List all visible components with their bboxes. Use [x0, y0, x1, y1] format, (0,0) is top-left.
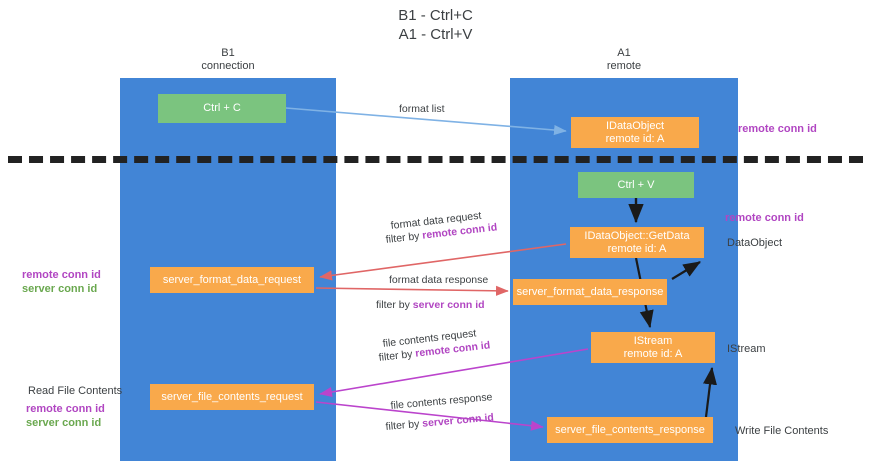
- filter-prefix: filter by: [385, 229, 424, 246]
- note-remote-conn-id: remote conn id: [26, 403, 105, 415]
- node-ctrl-v[interactable]: Ctrl + V: [578, 172, 694, 198]
- note-istream: IStream: [727, 343, 766, 355]
- note-read-file-contents: Read File Contents: [28, 385, 123, 397]
- note-left-conn-ids-upper: remote conn id server conn id: [22, 268, 101, 296]
- filter-prefix: filter by: [378, 347, 417, 364]
- note-text: remote conn id: [725, 212, 804, 224]
- node-idataobject-getdata[interactable]: IDataObject::GetData remote id: A: [570, 227, 704, 258]
- edge-label-file-contents-response: file contents response: [390, 391, 493, 412]
- edge-label-format-data-response: format data response: [389, 274, 489, 286]
- node-idataobject[interactable]: IDataObject remote id: A: [571, 117, 699, 148]
- phase-divider: [8, 156, 863, 163]
- node-server-file-contents-request[interactable]: server_file_contents_request: [150, 384, 314, 410]
- note-remote-conn-id-mid: remote conn id: [725, 211, 804, 225]
- page-title: B1 - Ctrl+C A1 - Ctrl+V: [398, 7, 473, 43]
- node-server-format-data-request[interactable]: server_format_data_request: [150, 267, 314, 293]
- edge-label-format-data-response-filter: filter by server conn id: [376, 298, 485, 312]
- note-server-conn-id: server conn id: [22, 283, 98, 295]
- filter-key-server-conn-id: server conn id: [421, 411, 495, 430]
- note-remote-conn-id-top: remote conn id: [738, 122, 817, 136]
- column-header-b1: B1 connection: [201, 47, 255, 72]
- column-header-a1: A1 remote: [606, 47, 642, 72]
- filter-prefix: filter by: [376, 299, 413, 311]
- note-remote-conn-id: remote conn id: [22, 269, 101, 281]
- filter-prefix: filter by: [385, 417, 423, 433]
- node-server-file-contents-response[interactable]: server_file_contents_response: [547, 417, 713, 443]
- edge-label-format-list: format list: [399, 103, 445, 115]
- node-ctrl-c[interactable]: Ctrl + C: [158, 94, 286, 123]
- note-write-file-contents: Write File Contents: [735, 425, 829, 437]
- note-server-conn-id: server conn id: [26, 417, 102, 429]
- note-left-conn-ids-lower: remote conn id server conn id: [26, 402, 105, 430]
- filter-key-server-conn-id: server conn id: [412, 299, 485, 311]
- node-server-format-data-response[interactable]: server_format_data_response: [513, 279, 667, 305]
- node-istream[interactable]: IStream remote id: A: [591, 332, 715, 363]
- note-text: remote conn id: [738, 123, 817, 135]
- edge-label-file-contents-response-filter: filter by server conn id: [385, 411, 494, 434]
- note-dataobject: DataObject: [727, 237, 783, 249]
